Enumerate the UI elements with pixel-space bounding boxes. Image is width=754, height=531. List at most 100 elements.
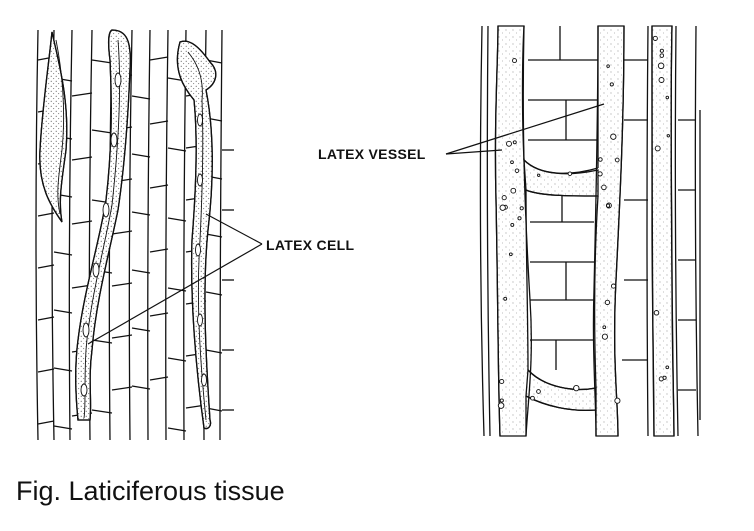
vesicle <box>503 296 508 301</box>
vesicle <box>662 375 667 380</box>
cross-wall <box>111 282 133 287</box>
vesicle <box>510 222 515 227</box>
cross-wall <box>37 212 55 217</box>
vesicle <box>666 134 670 138</box>
vesicle <box>517 216 522 221</box>
vesicle <box>512 58 517 64</box>
vesicle <box>665 365 670 370</box>
cross-wall <box>131 269 151 274</box>
cross-wall <box>131 95 151 100</box>
cross-wall <box>149 248 169 253</box>
latex-vesicles <box>497 35 670 409</box>
vesicle <box>659 48 664 53</box>
vesicle <box>510 160 514 165</box>
cross-wall <box>37 368 55 373</box>
cross-wall <box>53 425 73 430</box>
cross-wall <box>205 349 223 354</box>
cross-wall <box>71 156 93 161</box>
vesicle <box>610 133 617 140</box>
cross-wall <box>53 367 73 372</box>
vesicle <box>614 157 620 163</box>
vesicle <box>610 283 617 289</box>
latex-vessel-label: LATEX VESSEL <box>318 146 426 162</box>
vesicle <box>606 64 610 68</box>
vesicle <box>499 378 505 385</box>
latex-cell-leaders <box>87 213 263 345</box>
cross-wall <box>71 220 93 225</box>
vesicle <box>499 398 504 403</box>
vesicle <box>512 140 517 145</box>
cross-wall <box>53 251 73 256</box>
cross-wall <box>205 291 223 296</box>
cross-wall <box>131 153 151 158</box>
cross-wall <box>149 376 169 381</box>
cross-wall <box>91 59 113 64</box>
vesicle <box>659 53 665 58</box>
vesicle <box>601 184 607 191</box>
latex-cell-panel <box>35 29 263 441</box>
cross-wall <box>167 357 187 362</box>
latex-vessel-network <box>494 25 696 437</box>
cross-wall <box>131 211 151 216</box>
cross-wall <box>111 230 133 235</box>
cross-wall <box>131 385 151 390</box>
vessel-panel-walls <box>479 25 701 437</box>
vesicle <box>510 187 517 194</box>
cross-wall <box>149 312 169 317</box>
vesicle <box>506 140 512 147</box>
cross-wall <box>111 386 133 391</box>
cross-wall <box>167 427 187 432</box>
cross-wall <box>167 147 187 152</box>
vesicle <box>530 395 535 401</box>
vesicle <box>665 95 670 100</box>
vesicle <box>536 389 541 394</box>
latex-cell-label: LATEX CELL <box>266 237 354 253</box>
vesicle <box>508 252 513 257</box>
latex-cell-long <box>75 29 132 421</box>
vesicle <box>519 206 524 211</box>
latex-vessel-leaders <box>445 103 605 155</box>
cross-wall <box>149 56 169 61</box>
edge-ticks <box>222 149 234 411</box>
vesicle <box>614 397 621 404</box>
cross-wall <box>71 92 93 97</box>
cross-wall <box>149 184 169 189</box>
vesicle <box>657 62 665 70</box>
vesicle <box>602 325 607 330</box>
vesicle <box>598 157 603 162</box>
cross-wall <box>37 264 55 269</box>
vesicle <box>604 299 611 306</box>
vesicle <box>514 168 520 173</box>
vesicle <box>653 310 660 316</box>
vesicle <box>499 204 506 211</box>
cross-wall <box>149 120 169 125</box>
cross-wall <box>111 334 133 339</box>
cross-wall <box>131 327 151 332</box>
vesicle <box>654 145 661 152</box>
cross-wall <box>37 420 55 425</box>
cross-wall <box>53 309 73 314</box>
cross-wall <box>205 233 223 238</box>
latex-vessel-panel <box>445 25 701 437</box>
vesicle <box>537 173 541 177</box>
vesicle <box>658 77 665 83</box>
cross-wall <box>91 129 113 134</box>
cross-wall <box>91 409 113 414</box>
vesicle <box>609 82 614 87</box>
cross-wall <box>91 339 113 344</box>
cross-wall <box>167 287 187 292</box>
vesicle <box>601 333 608 340</box>
cross-wall <box>167 217 187 222</box>
latex-cell-short <box>39 31 68 223</box>
vesicle <box>497 402 505 409</box>
vesicle <box>501 195 507 201</box>
vesicle <box>573 384 580 392</box>
vesicle <box>606 203 611 208</box>
latex-cell-right <box>176 40 217 430</box>
cross-wall <box>37 316 55 321</box>
figure-caption: Fig. Laticiferous tissue <box>16 476 285 506</box>
vesicle <box>652 35 658 41</box>
vesicle <box>567 171 573 176</box>
